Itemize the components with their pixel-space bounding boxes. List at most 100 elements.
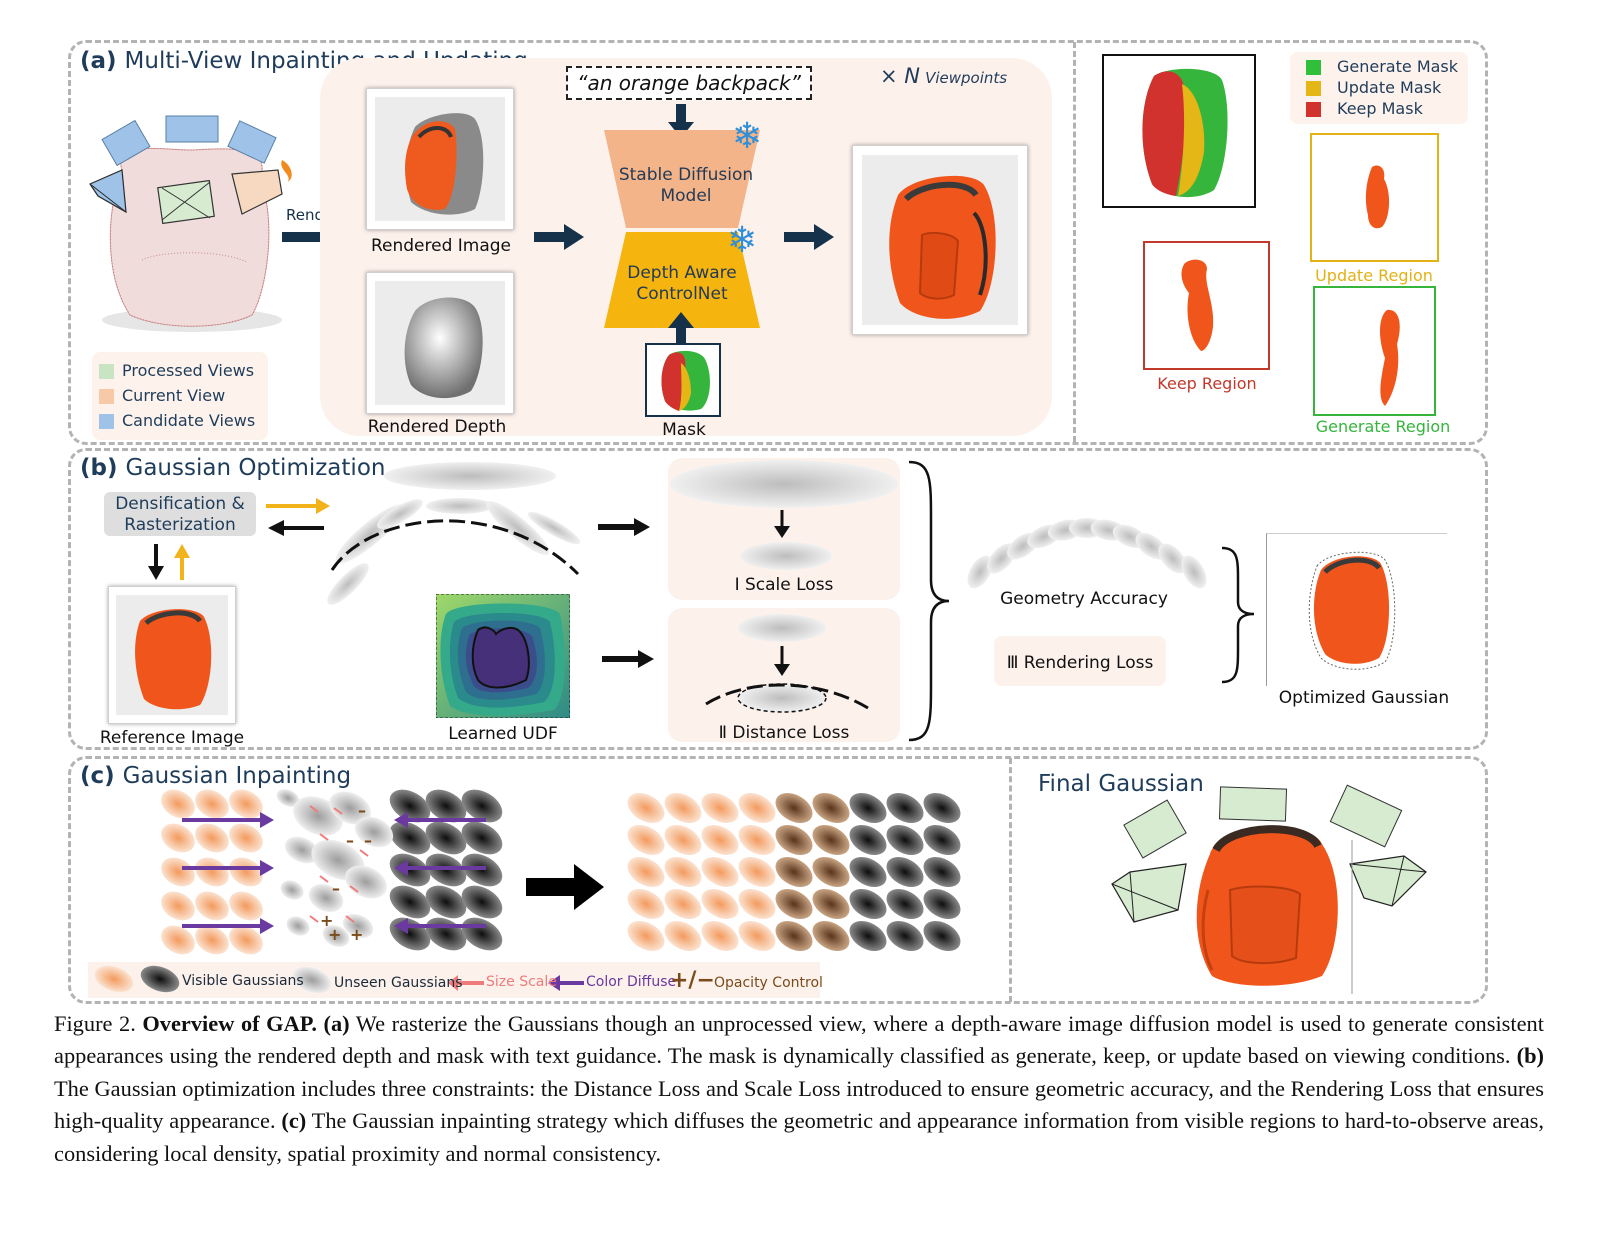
inpainted-gaussian [738,888,776,920]
visible-gaussian-orange [229,857,263,887]
legend-opacity: Opacity Control [714,975,823,991]
final-view-camera [1123,799,1187,859]
inpainted-gaussian [849,888,887,920]
panel-c-letter: (c) [80,763,115,789]
inpainted-gaussian [701,920,739,952]
keep-region-label: Keep Region [1157,374,1257,393]
view-legend-bg [92,352,268,440]
inpainted-gaussian [886,920,924,952]
inpainted-gaussian [923,824,961,856]
inpainted-gaussian [886,824,924,856]
opacity-mark-icon: – [358,801,366,820]
update-region-label: Update Region [1315,266,1433,285]
stable-diffusion-model [604,130,760,328]
legend-color-diffuse: Color Diffuse [586,974,677,990]
diffuse-arrow-line [309,805,319,813]
distance-loss-illustration [705,614,869,713]
sd-model-block [604,130,760,228]
visible-gaussian-black [461,917,503,951]
panel-a [68,40,1488,445]
mask-label: Mask [662,420,706,440]
inpainted-gaussian [849,824,887,856]
inpainted-gaussian [664,824,702,856]
size-scale-arrow-icon [448,975,458,991]
view-legend-item: Candidate Views [99,408,255,433]
panel-a-divider [1073,42,1076,442]
inpainted-gaussian [701,856,739,888]
visible-gaussian-black [389,885,431,919]
diffuse-arrow-line [333,807,343,815]
final-gaussian-title: Final Gaussian [1038,771,1204,797]
optimized-gaussian-frame [1266,533,1447,686]
inpainted-gaussian [849,856,887,888]
final-view-frustum [1111,863,1187,923]
prompt-arrow [668,104,694,138]
visible-gaussian-orange [161,823,195,853]
visible-gaussian-black [461,885,503,919]
opacity-mark-icon: + [328,925,341,944]
inpainted-gaussian [849,920,887,952]
color-diffuse-arrow-icon [260,860,274,876]
reference-image-label: Reference Image [99,728,245,748]
visible-gaussian-black-swatch [140,965,180,993]
visible-gaussian-black [389,821,431,855]
opacity-mark-icon: + [320,911,333,930]
panel-b-letter: (b) [80,455,118,481]
geometry-gaussian [967,555,993,589]
panel-c-title-text: Gaussian Inpainting [122,763,352,789]
diffuse-arrow-line [359,849,369,857]
final-view-frustum [1349,855,1427,907]
unseen-gaussian [286,916,310,936]
gaussian-arc [327,462,581,605]
visible-gaussian-black [425,789,467,823]
visible-gaussian-orange [229,925,263,955]
rendered-image-frame [366,88,514,230]
panel-c-title: (c) Gaussian Inpainting [80,763,351,789]
snowflake-icon: ❄ [732,115,763,156]
rendered-depth-label: Rendered Depth [367,417,507,437]
mask-image [645,343,721,417]
controlnet-block [604,232,760,328]
unseen-gaussian-swatch [292,966,332,994]
inpainted-gaussian [738,792,776,824]
mask-legend-item: Update Mask [1306,77,1458,98]
inpainted-backpack [889,175,996,319]
color-diffuse-arrow-icon [394,860,408,876]
geometry-accuracy-label: Geometry Accuracy [1000,589,1168,609]
snowflake-icon: ❄ [727,219,758,260]
arrow-to-scale-loss [598,518,650,536]
panel-b-title: (b)Gaussian Optimization [80,455,385,481]
current-view-swatch [99,389,114,404]
generate-mask-swatch [1306,60,1321,75]
inpainted-gaussian [738,856,776,888]
diffuse-arrow-line [345,915,355,923]
unseen-gaussian [284,836,320,864]
rendered-image-backpack [405,113,484,215]
inpainted-gaussian [923,792,961,824]
final-view-camera [1218,786,1288,822]
inpainted-gaussian [923,856,961,888]
mask-legend: Generate Mask Update Mask Keep Mask [1306,56,1458,119]
inpainted-gaussian [775,824,813,856]
panel-c [68,756,1488,1004]
visible-gaussian-orange [195,789,229,819]
fire-icon [281,160,292,182]
unseen-gaussian [276,789,300,807]
geometry-gaussian [1181,555,1207,589]
opacity-mark-icon: – [364,831,372,850]
opacity-mark-icon: – [346,831,354,850]
candidate-views-swatch [99,414,114,429]
visible-gaussian-orange [195,823,229,853]
learned-udf-label: Learned UDF [448,724,558,744]
inpainting-before: ––––+++ [161,789,503,955]
geometry-gaussian [1158,543,1187,574]
inpainted-gaussian [627,856,665,888]
caption-text-a: We rasterize the Gaussians though an unp… [54,1011,1544,1069]
sd-model-label: Stable Diffusion Model [618,165,754,206]
scale-loss-illustration [670,460,898,570]
visible-gaussian-orange [161,857,195,887]
visible-gaussian-orange [229,789,263,819]
visible-gaussian-black [461,789,503,823]
candidate-view-camera [165,115,219,143]
visible-gaussian-black [425,821,467,855]
